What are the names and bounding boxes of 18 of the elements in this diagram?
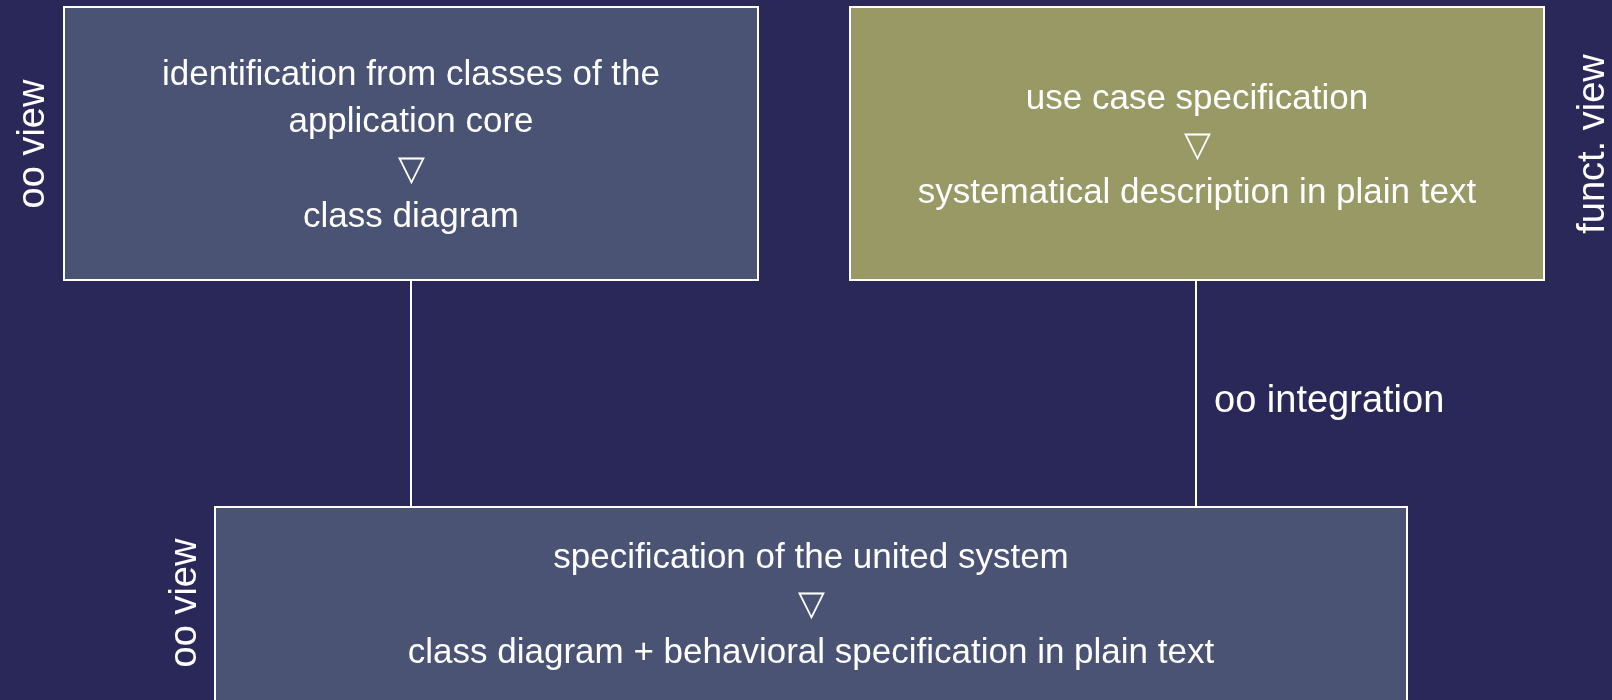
box-text: ▽: [1183, 122, 1211, 165]
box-text: ▽: [397, 146, 425, 189]
box-text: ▽: [797, 582, 825, 625]
box-text: class diagram + behavioral specification in plain text: [407, 629, 1215, 672]
view-label: funct. view: [1572, 53, 1610, 234]
process-box: [849, 6, 1545, 281]
edge-label: oo integration: [1214, 380, 1445, 418]
view-label: oo view: [164, 538, 202, 668]
connector-line: [1195, 280, 1197, 507]
box-text: use case specification: [1025, 75, 1369, 118]
box-text: systematical description in plain text: [917, 170, 1477, 213]
process-box: [63, 6, 759, 281]
box-text: class diagram: [303, 193, 519, 236]
connector-line: [410, 280, 412, 507]
box-text: identification from classes of the application core: [161, 52, 661, 142]
view-label: oo view: [12, 79, 50, 208]
box-text: specification of the united system: [553, 535, 1069, 577]
process-box: [214, 506, 1408, 700]
